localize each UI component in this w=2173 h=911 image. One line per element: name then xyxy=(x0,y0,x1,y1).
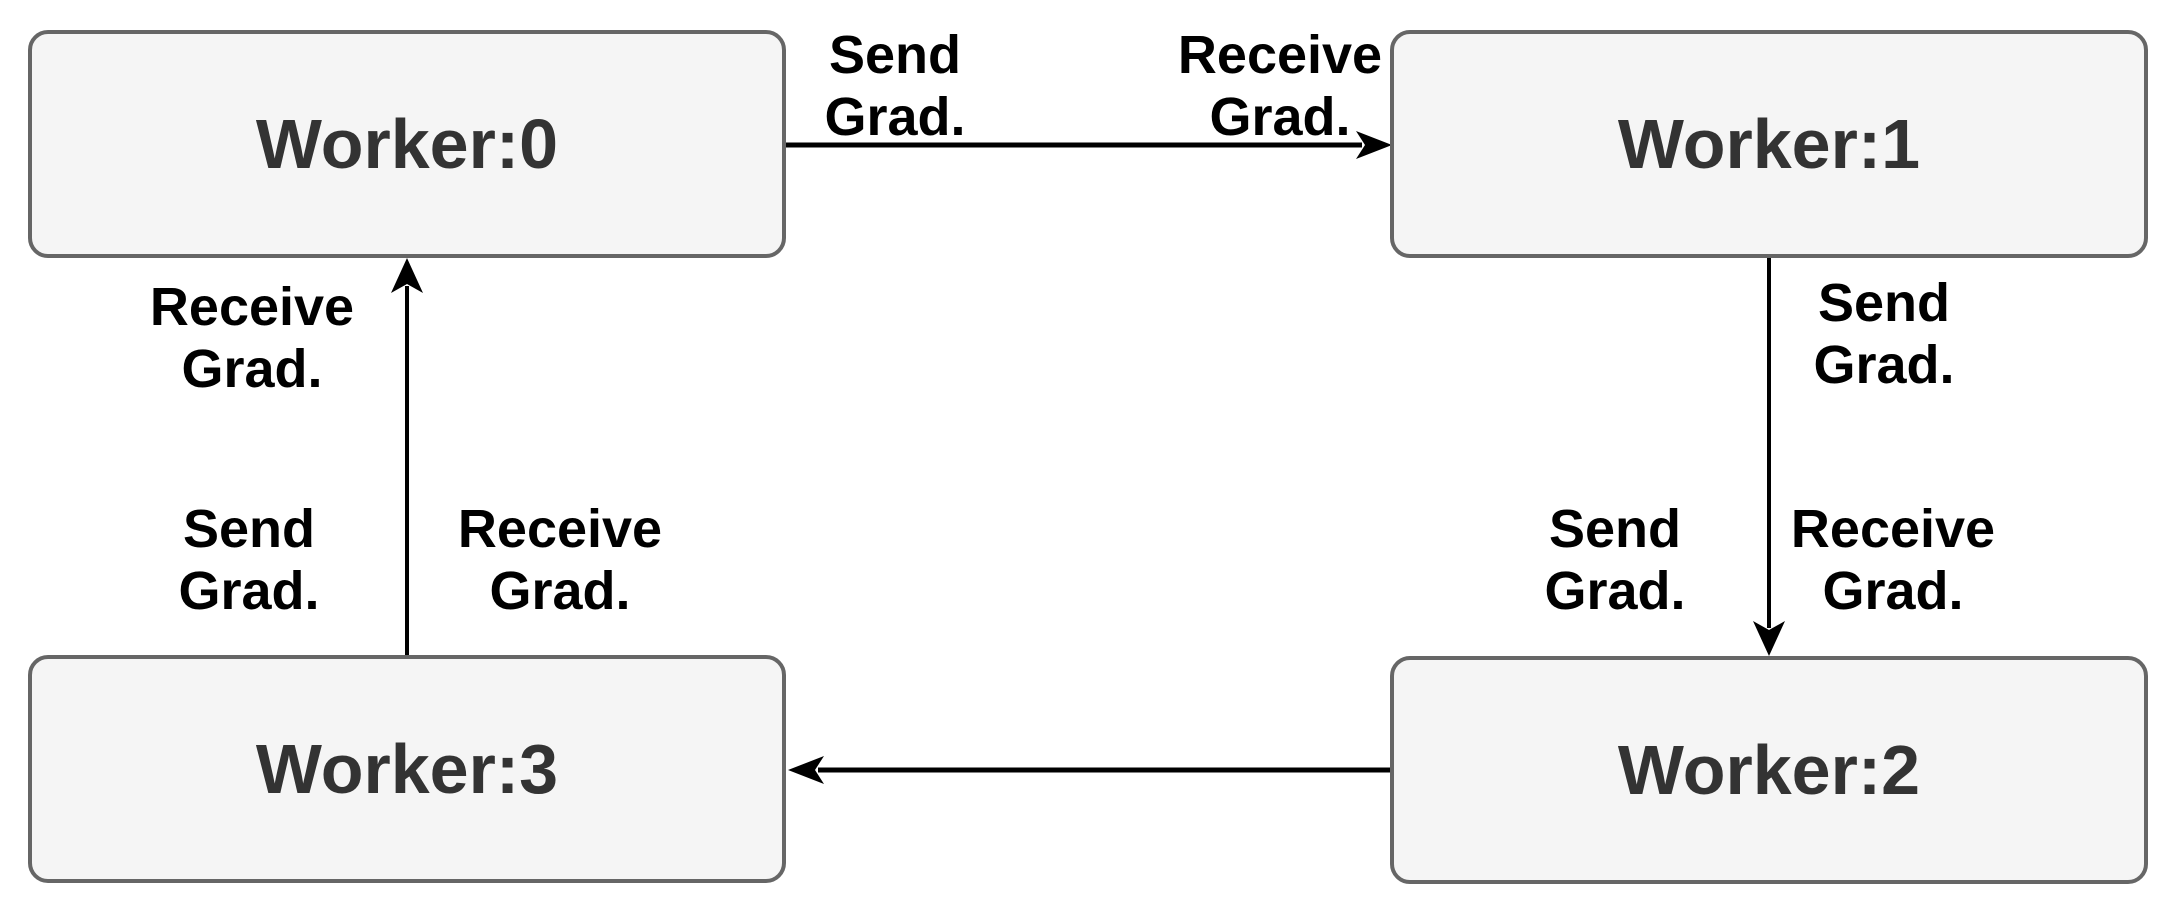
arrowhead-right-icon xyxy=(1356,131,1392,159)
node-worker-1-label: Worker:1 xyxy=(1617,105,1921,183)
edge-worker1-to-worker2 xyxy=(1753,258,1785,656)
edge-worker3-to-worker0 xyxy=(391,258,423,655)
arrowhead-up-icon xyxy=(391,258,423,293)
node-worker-0-label: Worker:0 xyxy=(255,105,559,183)
edge-label-receive-worker1: Receive Grad. xyxy=(1177,25,1383,147)
edge-label-send-worker0: Send Grad. xyxy=(824,25,966,147)
arrowhead-left-icon xyxy=(788,756,824,784)
edge-worker0-to-worker1 xyxy=(786,131,1392,159)
edge-label-receive-worker3: Receive Grad. xyxy=(457,499,663,621)
edge-label-send-worker2: Send Grad. xyxy=(1544,499,1686,621)
edge-label-receive-worker2: Receive Grad. xyxy=(1790,499,1996,621)
node-worker-0: Worker:0 xyxy=(28,30,786,258)
node-worker-2-label: Worker:2 xyxy=(1617,731,1921,809)
node-worker-3: Worker:3 xyxy=(28,655,786,883)
node-worker-1: Worker:1 xyxy=(1390,30,2148,258)
edge-label-receive-worker0: Receive Grad. xyxy=(149,277,355,399)
node-worker-2: Worker:2 xyxy=(1390,656,2148,884)
edge-worker2-to-worker3 xyxy=(788,756,1390,784)
edge-label-send-worker1: Send Grad. xyxy=(1813,273,1955,395)
arrowhead-down-icon xyxy=(1753,621,1785,656)
node-worker-3-label: Worker:3 xyxy=(255,730,559,808)
edge-label-send-worker3: Send Grad. xyxy=(178,499,320,621)
